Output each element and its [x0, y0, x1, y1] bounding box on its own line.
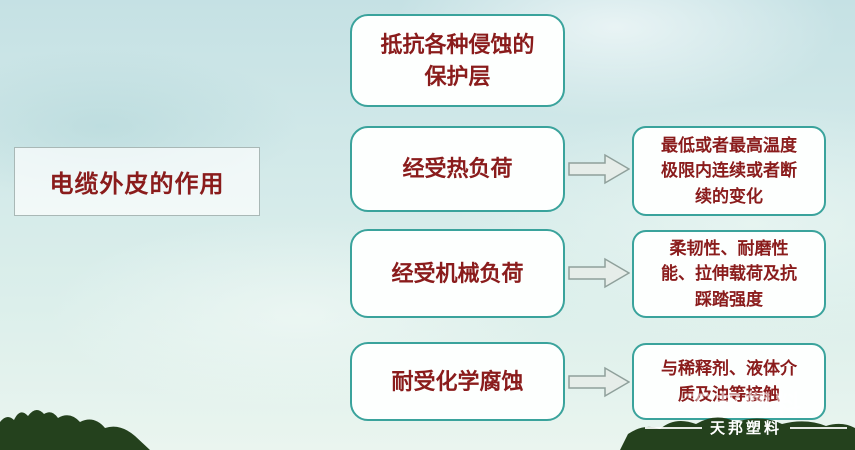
- title-box: 电缆外皮的作用: [14, 147, 260, 216]
- watermark-text: 天邦塑料: [710, 421, 783, 437]
- trees-silhouette: [0, 409, 150, 450]
- flow-box-mechanical-load: 经受机械负荷: [350, 229, 565, 318]
- flow-box-protective-layer: 抵抗各种侵蚀的保护层: [350, 14, 565, 107]
- arrow-right-icon: [568, 366, 630, 398]
- flow-box-chemical-corrosion: 耐受化学腐蚀: [350, 342, 565, 421]
- detail-box-temperature: 最低或者最高温度极限内连续或者断续的变化: [632, 126, 826, 216]
- hill-silhouette: [620, 417, 855, 450]
- detail-box-chemicals: 与稀释剂、液体介质及油等接触: [632, 343, 826, 420]
- watermark-line-left: [645, 426, 702, 429]
- watermark: 天邦塑料: [645, 417, 848, 438]
- flow-box-thermal-load: 经受热负荷: [350, 126, 565, 212]
- arrow-right-icon: [568, 153, 630, 185]
- arrow-right-icon: [568, 257, 630, 289]
- detail-box-flexibility: 柔韧性、耐磨性能、拉伸载荷及抗踩踏强度: [632, 230, 826, 318]
- watermark-line-right: [790, 426, 848, 429]
